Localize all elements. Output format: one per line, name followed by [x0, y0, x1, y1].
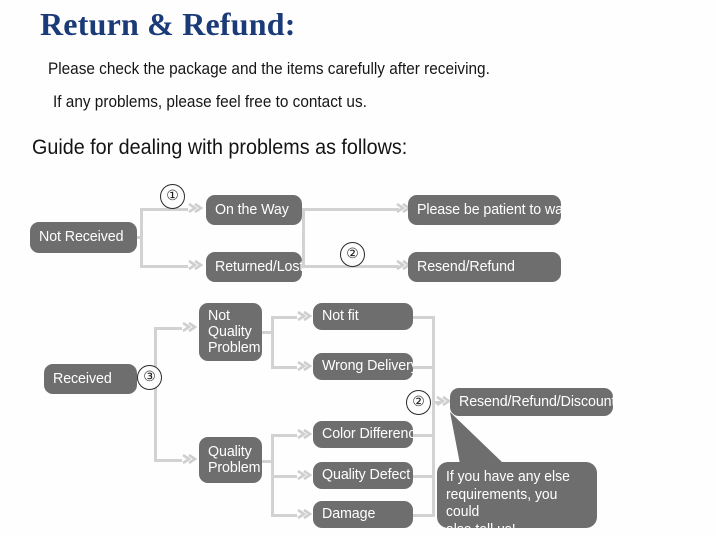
connector-on-the-way-out: [302, 208, 399, 211]
arrow-to-quality-problem: [182, 452, 197, 466]
connector-to-not-quality: [154, 327, 182, 330]
arrow-to-quality-defect: [297, 468, 312, 482]
connector-to-returned-lost: [140, 265, 188, 268]
arrow-to-on-the-way: [188, 201, 203, 215]
connector-merge-bus: [432, 316, 435, 517]
connector-returned-lost-riser: [302, 208, 305, 266]
connector-qp-stem: [262, 460, 274, 463]
callout-bubble: If you have any else requirements, you c…: [437, 462, 597, 538]
node-resend-refund: Resend/Refund: [408, 252, 561, 282]
marker-two-top: ②: [340, 242, 365, 267]
node-on-the-way: On the Way: [206, 195, 302, 225]
node-damage: Damage: [313, 501, 413, 528]
node-color-difference: Color Difference: [313, 421, 423, 448]
node-not-quality-problem: Not Quality Problem: [199, 303, 262, 361]
callout-tail: [444, 408, 514, 470]
connector-received-split: [154, 327, 157, 462]
arrow-to-color-difference: [297, 427, 312, 441]
node-not-received: Not Received: [30, 222, 137, 253]
guide-heading: Guide for dealing with problems as follo…: [32, 136, 408, 159]
connector-to-damage: [271, 514, 297, 517]
connector-merge-color-difference: [413, 434, 435, 437]
node-quality-defect: Quality Defect: [313, 462, 413, 489]
connector-to-quality: [154, 459, 182, 462]
connector-nqp-split: [271, 316, 274, 369]
connector-not-received-split: [140, 208, 143, 268]
callout-line-3: also tell us!: [446, 522, 516, 539]
connector-to-on-the-way: [140, 208, 188, 211]
node-returned-lost: Returned/Lost: [206, 252, 303, 282]
page-title: Return & Refund:: [40, 6, 296, 42]
connector-to-color-difference: [271, 434, 297, 437]
connector-bus-to-outcome: [432, 401, 440, 404]
node-not-fit: Not fit: [313, 303, 413, 330]
intro-line-2: If any problems, please feel free to con…: [53, 93, 367, 111]
marker-three: ③: [137, 365, 162, 390]
node-wrong-delivery: Wrong Delivery: [313, 353, 418, 380]
connector-merge-damage: [413, 514, 435, 517]
arrow-to-not-quality-problem: [182, 320, 197, 334]
connector-merge-quality-defect: [413, 475, 435, 478]
arrow-to-returned-lost: [188, 258, 203, 272]
arrow-to-resend-refund-discount: [436, 394, 451, 408]
node-quality-problem: Quality Problem: [199, 437, 262, 483]
connector-to-quality-defect: [271, 475, 297, 478]
node-received: Received: [44, 364, 137, 394]
callout-line-2: requirements, you could: [446, 486, 558, 521]
node-please-be-patient: Please be patient to wait: [408, 195, 570, 225]
marker-two-bottom: ②: [406, 390, 431, 415]
connector-merge-not-fit: [413, 316, 435, 319]
callout-line-1: If you have any else: [446, 469, 570, 485]
connector-to-not-fit: [271, 316, 297, 319]
arrow-to-not-fit: [297, 309, 312, 323]
arrow-to-damage: [297, 507, 312, 521]
node-resend-refund-discount: Resend/Refund/Discount: [450, 388, 615, 416]
arrow-to-wrong-delivery: [297, 359, 312, 373]
connector-merge-wrong-delivery: [413, 366, 435, 369]
marker-one: ①: [160, 184, 185, 209]
intro-line-1: Please check the package and the items c…: [48, 60, 490, 78]
connector-nqp-stem: [262, 331, 274, 334]
connector-to-wrong-delivery: [271, 366, 297, 369]
